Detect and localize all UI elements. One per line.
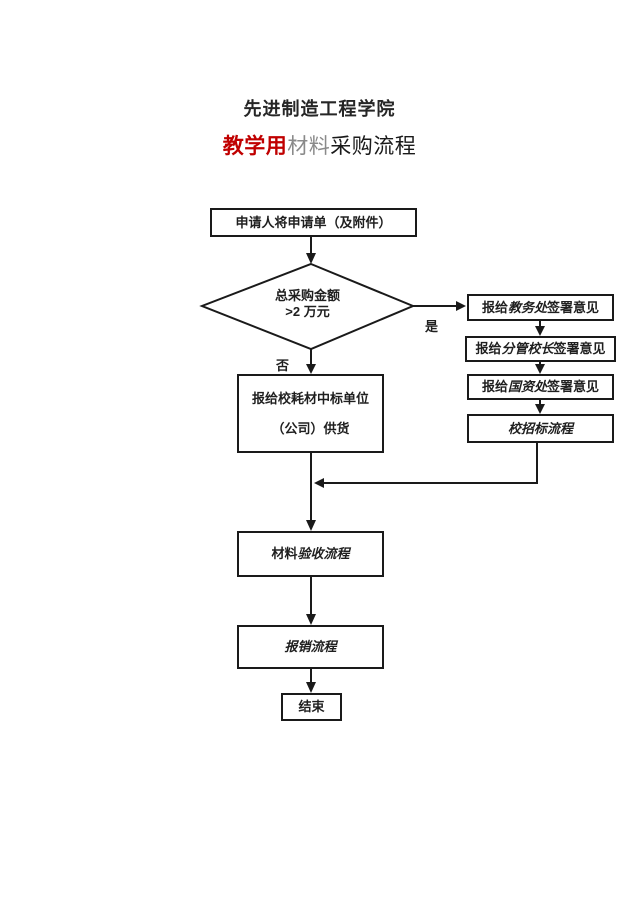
node-material-acceptance: 材料验收流程 (237, 531, 384, 577)
node-approve-vice-president: 报给分管校长签署意见 (465, 336, 616, 362)
arrowhead-down-icon (306, 682, 316, 693)
arrowhead-down-icon (535, 364, 545, 374)
node-decision-label: 总采购金额 >2 万元 (274, 288, 340, 319)
subtitle-red-segment: 教学用 (222, 135, 288, 158)
arrowhead-down-icon (535, 326, 545, 336)
page-title: 先进制造工程学院 (243, 99, 396, 119)
node-reimbursement-process: 报销流程 (237, 625, 384, 669)
node-approve-state-assets: 报给国资处签署意见 (467, 374, 614, 400)
arrowhead-left-icon (314, 478, 324, 488)
arrowhead-down-icon (306, 364, 316, 374)
subtitle-gray-segment: 材料 (287, 135, 331, 158)
arrowhead-down-icon (306, 614, 316, 625)
arrowhead-down-icon (535, 404, 545, 414)
node-supplier-delivery: 报给校耗材中标单位 （公司）供货 (237, 374, 384, 453)
edge-bidding-to-mainline (324, 443, 538, 484)
branch-label-no: 否 (276, 358, 290, 373)
subtitle-black-segment: 采购流程 (330, 135, 417, 158)
node-bidding-process: 校招标流程 (467, 414, 614, 443)
arrowhead-down-icon (306, 520, 316, 531)
branch-label-yes: 是 (425, 319, 439, 334)
page-subtitle: 教学用材料采购流程 (0, 130, 639, 160)
arrowhead-down-icon (306, 253, 316, 264)
node-approve-academic-affairs: 报给教务处签署意见 (467, 294, 614, 321)
node-start-application: 申请人将申请单（及附件） (210, 208, 417, 237)
arrowhead-right-icon (456, 301, 466, 311)
node-end: 结束 (281, 693, 342, 721)
